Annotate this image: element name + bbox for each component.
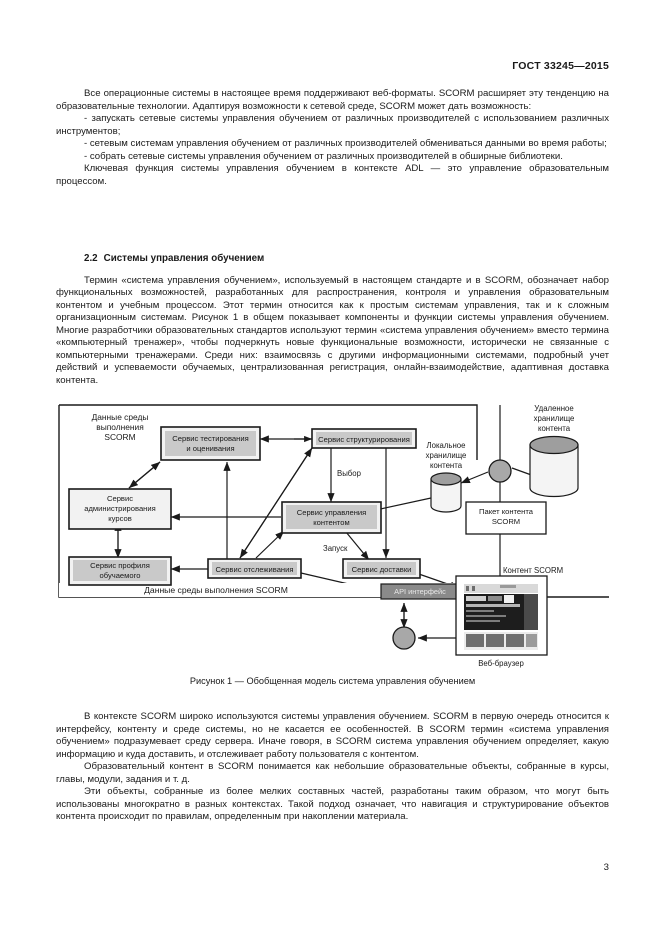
- paragraph-2: Ключевая функция системы управления обуч…: [56, 163, 609, 187]
- heading-spacer: [56, 266, 609, 275]
- box-tracking-service[interactable]: Сервис отслеживания: [207, 558, 302, 579]
- remote-store-line-2: хранилище: [534, 414, 575, 423]
- box-api-interface[interactable]: API интерфейс: [380, 583, 460, 600]
- text-block-intro: Все операционные системы в настоящее вре…: [56, 88, 609, 188]
- box-package-line-2: SCORM: [492, 517, 520, 526]
- zone-label-line-3: SCORM: [104, 432, 135, 442]
- bullet-2: - сетевым системам управления обучением …: [84, 138, 607, 150]
- remote-store-line-3: контента: [538, 424, 571, 433]
- bullet-1: - запускать сетевые системы управления о…: [56, 113, 609, 137]
- local-store-line-1: Локальное: [427, 441, 466, 450]
- box-content-management-service[interactable]: Сервис управления контентом: [281, 501, 382, 534]
- edge-hub-to-local: [460, 471, 489, 484]
- section-number: 2.2: [84, 253, 98, 264]
- local-store-line-3: контента: [430, 461, 463, 470]
- box-testing-service[interactable]: Сервис тестирования и оценивания: [160, 426, 261, 461]
- zone-label-line-2: выполнения: [96, 422, 144, 432]
- paragraph-1: Все операционные системы в настоящее вре…: [56, 88, 609, 112]
- edge-tracking-to-contentmgmt: [255, 530, 285, 559]
- figure-1-caption: Рисунок 1 — Обобщенная модель система уп…: [189, 676, 476, 686]
- box-testing-line-2: и оценивания: [186, 444, 234, 453]
- bullet-3: - собрать сетевые системы управления обу…: [84, 150, 563, 162]
- box-profile-line-1: Сервис профиля: [90, 561, 150, 570]
- edge-label-vybor: Выбор: [337, 469, 362, 478]
- box-contentmgmt-line-2: контентом: [313, 518, 349, 527]
- box-testing-line-1: Сервис тестирования: [172, 434, 248, 443]
- document-header: ГОСТ 33245—2015: [56, 60, 609, 72]
- edge-testing-to-admin: [128, 461, 161, 489]
- box-delivery-service[interactable]: Сервис доставки: [342, 558, 421, 579]
- section-heading: 2.2 Системы управления обучением: [56, 253, 609, 266]
- runtime-band-label: Данные среды выполнения SCORM: [144, 585, 288, 595]
- text-block-after-figure: В контексте SCORM широко используются си…: [56, 711, 609, 824]
- edge-label-group: Выбор Запуск Контент SCORM: [323, 469, 563, 575]
- box-structuring-service[interactable]: Сервис структурирования: [311, 428, 417, 449]
- local-content-store-icon: [430, 472, 462, 513]
- content-hub-node: [488, 459, 512, 483]
- box-api-label: API интерфейс: [394, 587, 446, 596]
- remote-store-line-1: Удаленное: [534, 404, 573, 413]
- paragraph-5: Образовательный контент в SCORM понимает…: [56, 761, 609, 785]
- web-browser-window: [455, 575, 548, 656]
- edge-tracking-to-structure: [239, 447, 313, 559]
- zone-label-line-1: Данные среды: [92, 412, 149, 422]
- zone-label: Данные среды выполнения SCORM: [92, 412, 149, 442]
- box-admin-line-2: администрирования: [84, 504, 155, 513]
- local-store-line-2: хранилище: [426, 451, 467, 460]
- box-profile-line-2: обучаемого: [100, 571, 141, 580]
- diagram-connectors: [114, 405, 549, 642]
- remote-content-store-label: Удаленное хранилище контента: [534, 404, 575, 433]
- web-browser-label: Веб-браузер: [478, 659, 524, 668]
- paragraph-4: В контексте SCORM широко используются си…: [56, 711, 609, 760]
- lms-model-diagram: Данные среды выполнения SCORM: [58, 404, 609, 668]
- box-contentmgmt-line-1: Сервис управления: [297, 508, 367, 517]
- figure-1-canvas: Данные среды выполнения SCORM: [56, 398, 609, 670]
- page-number: 3: [603, 862, 609, 873]
- box-learner-profile-service[interactable]: Сервис профиля обучаемого: [68, 556, 172, 586]
- paragraph-3: Термин «система управления обучением», и…: [56, 274, 609, 386]
- edge-label-zapusk: Запуск: [323, 544, 348, 553]
- standard-designation: ГОСТ 33245—2015: [512, 60, 609, 72]
- box-scorm-content-package[interactable]: Пакет контента SCORM: [465, 501, 547, 535]
- box-package-line-1: Пакет контента: [479, 507, 534, 516]
- box-structuring-label: Сервис структурирования: [318, 435, 410, 444]
- box-admin-line-3: курсов: [108, 514, 131, 523]
- edge-label-content-scorm: Контент SCORM: [503, 566, 563, 575]
- box-admin-line-1: Сервис: [107, 494, 133, 503]
- text-block-section-2-2: 2.2 Системы управления обучением Термин «…: [56, 253, 609, 387]
- remote-content-store-icon: [529, 435, 579, 498]
- box-delivery-label: Сервис доставки: [352, 565, 412, 574]
- section-title: Системы управления обучением: [103, 253, 265, 264]
- box-course-admin-service[interactable]: Сервис администрирования курсов: [68, 488, 172, 530]
- local-content-store-label: Локальное хранилище контента: [426, 441, 467, 470]
- runtime-data-band: Данные среды выполнения SCORM: [59, 583, 477, 597]
- edge-contentmgmt-to-delivery: [345, 531, 370, 561]
- paragraph-6: Эти объекты, собранные из более мелких с…: [56, 786, 609, 823]
- box-tracking-label: Сервис отслеживания: [216, 565, 294, 574]
- browser-hub-node: [392, 626, 416, 650]
- figure-1: Данные среды выполнения SCORM: [56, 398, 609, 698]
